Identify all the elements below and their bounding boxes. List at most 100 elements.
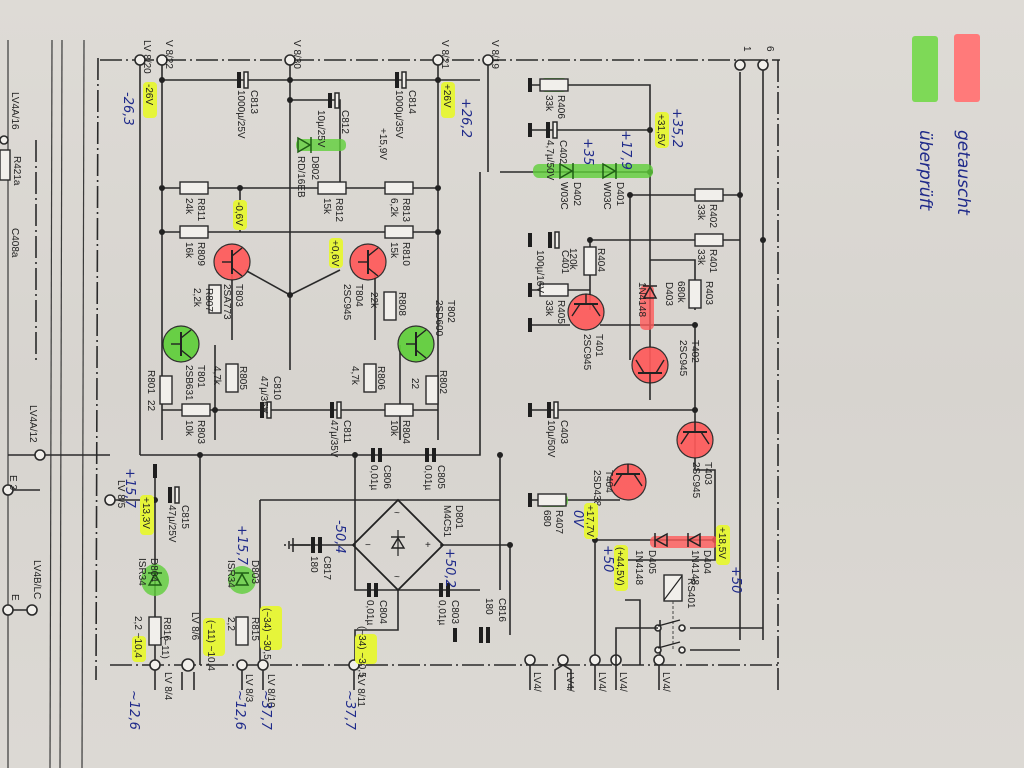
capacitor-C812	[328, 92, 340, 109]
measured-LV820: -26,3	[120, 92, 135, 126]
measured-D801-minus: -50,4	[332, 520, 347, 554]
resistor-val-R810: 15k	[388, 242, 399, 259]
transistor-T801	[162, 325, 200, 363]
resistor-R808	[383, 291, 397, 321]
terminal-LV83	[236, 659, 248, 671]
capacitor-C804	[367, 583, 378, 597]
measured-LV83: ~12,6	[232, 690, 247, 730]
diode-ref-D801: D801	[453, 505, 464, 529]
diode-ref-D402: D402	[571, 182, 582, 206]
resistor-R405	[539, 283, 569, 297]
terminal-label-1: 1	[741, 46, 752, 52]
terminal-label-LV4-e: LV4/	[660, 672, 671, 692]
terminal-label-6: 6	[764, 46, 775, 52]
capacitor-val-C810: 47µ/35V	[258, 376, 269, 414]
terminal-LV820	[134, 54, 146, 66]
transistor-val-T403: 2SC945	[690, 462, 701, 499]
transistor-T402	[631, 346, 669, 384]
resistor-ref-R813: R813	[400, 198, 411, 222]
resistor-R404	[583, 246, 597, 276]
bridge-rectifier-D801: − + ~ ~	[351, 498, 445, 592]
resistor-R801	[159, 375, 173, 405]
handwritten-measurements: -26,3 +26,2 +35,2 +17,9 +35 0V +50 +50 -…	[120, 92, 743, 731]
diode-val-D804: ISR34	[136, 558, 147, 586]
transistor-val-T801: 2SB631	[183, 365, 194, 401]
resistor-ref-R808: R808	[396, 292, 407, 316]
resistor-R816	[148, 616, 162, 646]
capacitor-C803	[439, 583, 450, 597]
transistor-T401	[567, 293, 605, 331]
diode-ref-D803: D803	[249, 560, 260, 584]
legend-red-swatch	[954, 34, 980, 102]
diode-ref-D802: D802	[309, 156, 320, 180]
resistor-ref-R811: R811	[195, 198, 206, 222]
transistor-ref-T404: T404	[603, 470, 614, 493]
relay-RS401: RS401	[615, 574, 696, 665]
terminal-LV84	[149, 659, 161, 671]
bridge-ac-sign-1: ~	[394, 508, 400, 519]
capacitor-val-C814: 1000µ/35V	[393, 90, 404, 139]
resistor-val-R406: 33k	[543, 95, 554, 112]
diode-D402	[559, 162, 574, 180]
capacitor-val-C401: 100µ/16V	[534, 250, 545, 293]
top-terminals: LV 8/20 V 8/22 V 8/30 V 8/21 V 8/19 1 6	[134, 40, 775, 74]
transistor-T802	[397, 325, 435, 363]
capacitor-ref-C402: C402	[557, 140, 568, 164]
terminal-LV810	[257, 659, 269, 671]
capacitor-label-C408a: C408a	[9, 228, 20, 258]
resistor-val-R808: 22k	[368, 292, 379, 309]
terminal-LV4-b	[557, 654, 569, 666]
voltage-R815: (~11) ~10,4	[205, 620, 216, 671]
capacitor-C806	[371, 448, 382, 462]
transistor-ref-T801: T801	[195, 365, 206, 388]
terminal-label-LV4BLC: LV4B/LC	[31, 560, 42, 599]
legend-green-swatch	[912, 36, 938, 102]
resistor-ref-R801: R801	[145, 370, 156, 394]
resistor-R815	[235, 616, 249, 646]
resistor-val-R803: 10k	[183, 420, 194, 437]
resistor-R403	[688, 279, 702, 309]
voltage-C804: (~34) ~30,5	[356, 626, 367, 678]
resistor-R401	[694, 233, 724, 247]
capacitor-C815	[168, 486, 180, 504]
diode-D403	[642, 285, 658, 299]
measured-D401: +17,9	[618, 130, 633, 170]
terminal-LV4-e	[653, 654, 665, 666]
diode-ref-D404: D404	[701, 550, 712, 574]
voltage-V821: +26V	[441, 84, 452, 108]
measured-LV811: ~37,7	[342, 690, 357, 731]
transistor-val-T804: 2SC945	[341, 284, 352, 321]
resistor-R809	[179, 225, 209, 239]
terminal-label-LV4-c: LV4/	[596, 672, 607, 692]
resistor-R806	[363, 363, 377, 393]
transistor-val-T802: 2SD600	[433, 300, 444, 337]
bridge-minus-sign: −	[365, 540, 371, 551]
capacitor-val-C402: 4,7µ/50V	[544, 140, 555, 181]
resistor-ref-R407: R407	[553, 510, 564, 534]
terminal-E3	[2, 484, 14, 496]
diode-val-D403: 1N4148	[636, 282, 647, 317]
terminal-LV4A16	[0, 135, 9, 145]
measured-LV85: +15,7	[122, 468, 137, 509]
capacitor-C814	[395, 71, 407, 89]
resistor-val-R812: 15k	[321, 198, 332, 215]
transistor-T403	[676, 421, 714, 459]
transistor-val-T402: 2SC945	[677, 340, 688, 377]
resistor-R802	[425, 375, 439, 405]
resistor-R804	[384, 403, 414, 417]
resistor-ref-R804: R804	[400, 420, 411, 444]
resistor-val-R802: 22	[409, 378, 420, 390]
terminal-label-LV84: LV 8/4	[162, 672, 173, 701]
resistor-val-R402: 33k	[695, 204, 706, 221]
terminal-V830	[284, 54, 296, 66]
capacitor-val-C806: 0,01µ	[368, 465, 379, 490]
terminal-label-LV4A12: LV4A/12	[27, 405, 38, 443]
resistors: R406 33k R402 33k R401 33k R403 680k R40…	[145, 78, 724, 646]
voltage-LV810: (~34) ~30,5	[261, 608, 272, 660]
transistor-T404	[609, 463, 647, 501]
terminal-label-LV820: LV 8/20	[141, 40, 152, 74]
resistor-val-R401: 33k	[695, 249, 706, 266]
diode-val-D801: M4C51	[441, 505, 452, 538]
terminal-label-LV4A16: LV4A/16	[9, 92, 20, 130]
legend-green-label: überprüft	[915, 130, 935, 212]
